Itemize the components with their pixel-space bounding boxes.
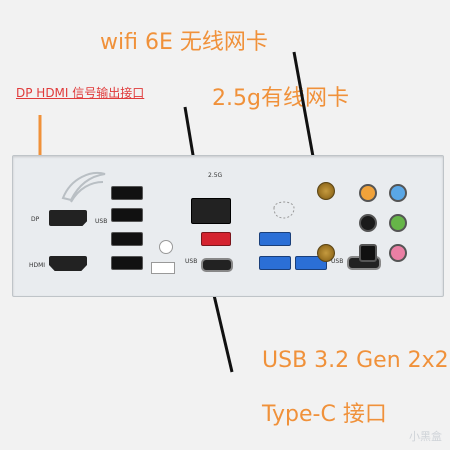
audio-jack-pink[interactable] bbox=[389, 244, 407, 262]
decorative-outline-icon bbox=[273, 201, 295, 219]
usb-label-3: USB bbox=[331, 258, 344, 265]
optical-spdif-port[interactable] bbox=[359, 244, 377, 262]
usb-a-port-1[interactable] bbox=[111, 186, 143, 200]
usb-a-blue-port-2[interactable] bbox=[259, 256, 291, 270]
usb-a-red-port[interactable] bbox=[201, 232, 231, 246]
lan-port[interactable] bbox=[191, 198, 231, 224]
audio-jack-black[interactable] bbox=[359, 214, 377, 232]
rog-logo bbox=[61, 172, 106, 203]
audio-jack-blue[interactable] bbox=[389, 184, 407, 202]
lan-annotation: 2.5g有线网卡 bbox=[212, 86, 349, 111]
usb-annotation: USB 3.2 Gen 2x2 bbox=[262, 348, 449, 373]
wifi-antenna-1[interactable] bbox=[317, 182, 335, 200]
displayport[interactable] bbox=[49, 210, 87, 226]
usb-a-port-2[interactable] bbox=[111, 208, 143, 222]
bios-flashback-button[interactable] bbox=[159, 240, 173, 254]
dp-hdmi-annotation: DP HDMI 信号输出接口 bbox=[16, 86, 145, 100]
usb-label-1: USB bbox=[95, 218, 108, 225]
wifi-annotation: wifi 6E 无线网卡 bbox=[100, 30, 268, 55]
audio-jack-green[interactable] bbox=[389, 214, 407, 232]
io-shield: DP HDMI USB 2.5G USB USB bbox=[12, 155, 444, 297]
wifi-antenna-2[interactable] bbox=[317, 244, 335, 262]
usb-typec-port-1[interactable] bbox=[201, 258, 233, 272]
watermark: 小黑盒 bbox=[409, 430, 442, 443]
clear-cmos-button[interactable] bbox=[151, 262, 175, 274]
lan-speed-label: 2.5G bbox=[208, 172, 223, 179]
usb-a-port-4[interactable] bbox=[111, 256, 143, 270]
hdmi-port[interactable] bbox=[49, 256, 87, 271]
usb-label-2: USB bbox=[185, 258, 198, 265]
usb-a-blue-port-1[interactable] bbox=[259, 232, 291, 246]
dp-label: DP bbox=[31, 216, 40, 223]
typec-annotation: Type-C 接口 bbox=[262, 402, 387, 427]
audio-jack-orange[interactable] bbox=[359, 184, 377, 202]
usb-a-port-3[interactable] bbox=[111, 232, 143, 246]
hdmi-label: HDMI bbox=[29, 262, 46, 269]
